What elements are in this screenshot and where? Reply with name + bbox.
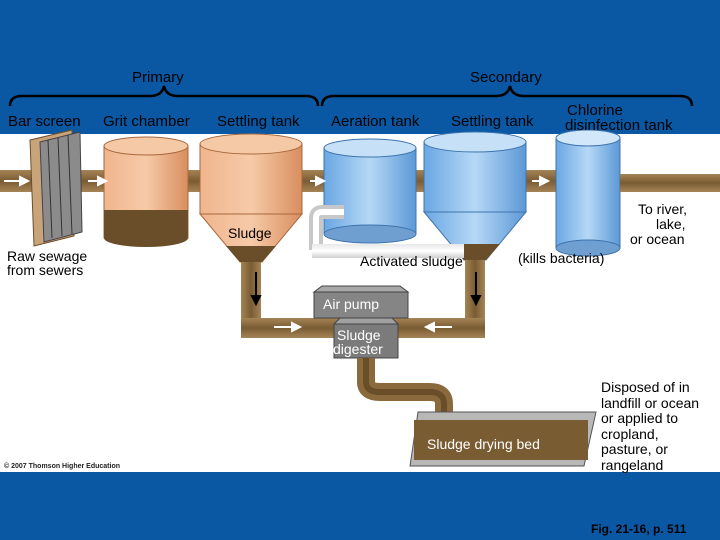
kills-bacteria-label: (kills bacteria)	[518, 250, 605, 266]
primary-bracket	[8, 85, 320, 107]
chlorine-tank	[555, 129, 621, 257]
aeration-tank-label: Aeration tank	[331, 113, 420, 130]
activated-sludge-label: Activated sludge	[360, 253, 463, 269]
air-pump-label: Air pump	[323, 296, 380, 312]
raw-sewage-line2: from sewers	[7, 262, 84, 278]
secondary-bracket	[320, 85, 694, 107]
secondary-settling-tank	[422, 131, 528, 261]
secondary-stage-label: Secondary	[470, 69, 542, 86]
chlorine-label-line1: Chlorine	[567, 102, 623, 119]
drying-bed-label: Sludge drying bed	[427, 436, 540, 452]
down-arrows	[250, 272, 482, 307]
flow-arrows	[4, 175, 551, 333]
outflow-line1: To river,	[638, 201, 688, 217]
aeration-tank	[323, 138, 417, 244]
sludge-drying-bed	[409, 411, 597, 467]
figure-reference: Fig. 21-16, p. 511	[591, 522, 687, 536]
copyright-text: © 2007 Thomson Higher Education	[4, 463, 121, 470]
digester-outflow-pipe	[357, 358, 453, 414]
disposal-label: Disposed of in landfill or ocean or appl…	[601, 379, 700, 473]
bar-screen	[29, 129, 83, 247]
grit-chamber-label: Grit chamber	[103, 113, 190, 130]
grit-chamber	[103, 136, 189, 247]
primary-settling-tank-label: Settling tank	[217, 113, 300, 130]
air-pump	[313, 291, 409, 319]
bar-screen-label: Bar screen	[8, 113, 81, 130]
raw-sewage-line1: Raw sewage	[7, 248, 88, 264]
sludge-label: Sludge	[228, 225, 272, 241]
outflow-pipe	[620, 174, 720, 192]
outflow-line3: or ocean	[630, 231, 685, 247]
primary-settling-tank	[198, 133, 304, 263]
primary-stage-label: Primary	[132, 69, 184, 86]
sludge-digester	[333, 323, 399, 359]
digester-label-line2: digester	[333, 341, 383, 357]
digester-label-line1: Sludge	[337, 327, 381, 343]
chlorine-label-line2: disinfection tank	[565, 117, 673, 134]
outflow-line2: lake,	[656, 216, 686, 232]
secondary-settling-tank-label: Settling tank	[451, 113, 534, 130]
activated-sludge-return	[312, 244, 464, 258]
